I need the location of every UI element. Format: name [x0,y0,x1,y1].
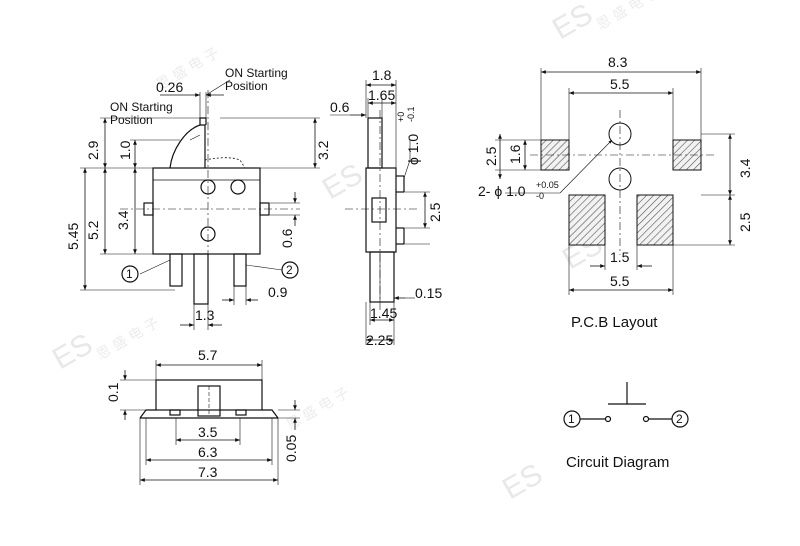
pin-2-label: 2 [286,263,293,277]
pcb-layout-title: P.C.B Layout [571,314,658,331]
pin-1-marker [121,265,139,283]
dim-5-2: 5.2 [85,220,101,240]
dim-0-6: 0.6 [279,228,295,248]
end-window [371,197,387,223]
dim-5-5-top: 5.5 [610,76,630,92]
dim-2-5-pcb-right: 2.5 [737,212,753,232]
dim-3-2: 3.2 [315,140,331,160]
dim-phi-tol-top: +0 [396,112,406,122]
circuit-contact [642,415,650,423]
dim-1-5: 1.5 [610,249,630,265]
dim-3-4: 3.4 [115,210,131,230]
dim-3-4-pcb: 3.4 [737,158,753,178]
pcb-pad [636,194,674,246]
watermark-brand: ES [497,457,548,506]
end-view-labels: 1.8 1.65 0.6 ϕ 1.0 +0 -0.1 2.5 0.15 1.45… [330,67,443,348]
side-view [80,79,320,330]
bottom-pad [169,409,181,416]
circuit-diagram [563,382,689,428]
dim-0-15: 0.15 [415,285,442,301]
pin-2-marker [281,261,299,279]
dim-2-5-pcb-left: 2.5 [483,146,499,166]
watermark-brand: ES [317,157,368,206]
bottom-view-labels: 5.7 0.1 3.5 6.3 7.3 0.05 [105,347,299,480]
bottom-pad [235,409,247,416]
pcb-pad [568,194,606,246]
dim-lever-offset: 0.26 [156,79,183,95]
end-view [330,80,430,345]
dim-5-7: 5.7 [198,347,218,363]
on-start-right-line2: Position [225,79,268,93]
dim-1-6: 1.6 [507,144,523,164]
pcb-hole-spec: 2- ϕ 1.0 [478,183,526,199]
dim-0-9: 0.9 [268,284,288,300]
dim-5-45: 5.45 [65,223,81,250]
watermark-brand: ES [47,327,98,376]
circuit-diagram-title: Circuit Diagram [566,454,669,471]
circuit-pin-1-label: 1 [568,412,575,426]
circuit-contact [604,415,612,423]
pcb-hole-tol-top: +0.05 [536,180,559,190]
terminal [169,253,183,287]
circuit-pin-1-marker [563,410,581,428]
side-view-labels: 0.26 ON Starting Position ON Starting Po… [65,66,331,323]
watermark: ES 恩 盛 电 子 ES 恩 盛 电 子 ES 恩 盛 电 子 ES ES 恩… [47,0,662,506]
dim-6-3: 6.3 [198,444,218,460]
pcb-hole-tol-bot: -0 [536,191,544,201]
dim-phi: ϕ 1.0 [405,134,421,165]
dim-1-3: 1.3 [195,307,215,323]
dim-2-25: 2.25 [366,332,393,348]
dim-3-5: 3.5 [198,424,218,440]
pcb-layout-labels: 8.3 5.5 2.5 1.6 2- ϕ 1.0 +0.05 -0 3.4 2.… [478,54,753,331]
dim-2-5-end: 2.5 [427,202,443,222]
dim-8-3: 8.3 [608,54,628,70]
dim-phi-tol-bot: -0.1 [406,106,416,122]
end-terminal [369,251,395,303]
circuit-pin-2-marker [671,410,689,428]
on-start-left-line1: ON Starting [110,100,173,114]
pcb-layout [495,68,735,295]
on-start-left-line2: Position [110,113,153,127]
terminal [193,253,209,305]
actuator-lever [169,124,206,169]
dim-1-8: 1.8 [372,67,392,83]
circuit-diagram-labels: 1 2 Circuit Diagram [566,412,683,471]
bottom-view [120,360,300,485]
terminal [233,253,247,287]
end-body [365,167,397,253]
dim-1-0: 1.0 [117,140,133,160]
watermark-chinese: 恩 盛 电 子 [284,385,352,434]
dim-0-6-end: 0.6 [330,99,350,115]
on-start-right-line1: ON Starting [225,66,288,80]
pin-1-label: 1 [126,267,133,281]
dim-1-45: 1.45 [370,305,397,321]
dim-0-05: 0.05 [283,435,299,462]
watermark-chinese: 恩 盛 电 子 [594,0,662,33]
dim-7-3: 7.3 [198,464,218,480]
dim-0-1: 0.1 [105,382,121,402]
dim-2-9: 2.9 [85,140,101,160]
circuit-pin-2-label: 2 [676,412,683,426]
mount-hole [230,179,246,195]
dim-1-65: 1.65 [368,87,395,103]
watermark-brand: ES [547,0,598,46]
dim-5-5-bottom: 5.5 [610,273,630,289]
watermark-chinese: 恩 盛 电 子 [94,315,162,364]
